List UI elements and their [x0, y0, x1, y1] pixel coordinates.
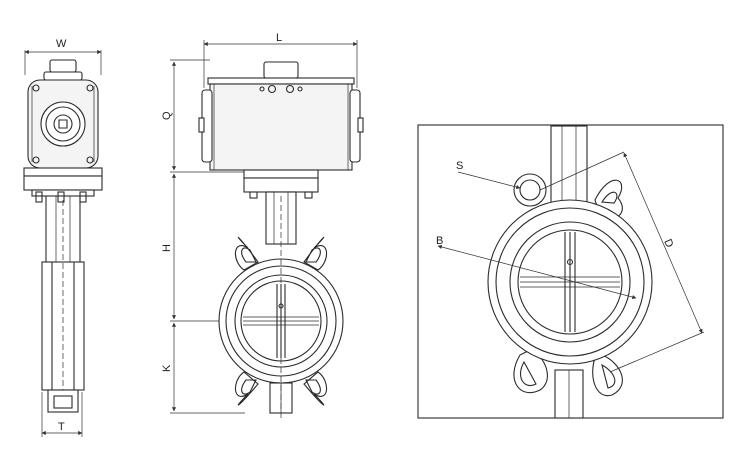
front-view: L Q H K — [161, 32, 364, 420]
dim-t: T — [41, 392, 83, 437]
label-d: D — [661, 237, 675, 249]
dim-l: L — [203, 32, 358, 88]
side-view: W — [23, 38, 103, 437]
dim-w: W — [24, 38, 102, 75]
label-h: H — [161, 244, 173, 252]
dim-s: S — [456, 160, 521, 190]
label-k: K — [161, 364, 173, 372]
label-s: S — [456, 160, 463, 172]
label-t: T — [58, 421, 65, 433]
label-l: L — [276, 32, 282, 44]
label-w: W — [56, 38, 67, 50]
label-b: B — [436, 235, 443, 247]
detail-view: S B D — [417, 124, 724, 419]
label-q: Q — [161, 111, 173, 120]
dim-b: B — [436, 235, 637, 300]
